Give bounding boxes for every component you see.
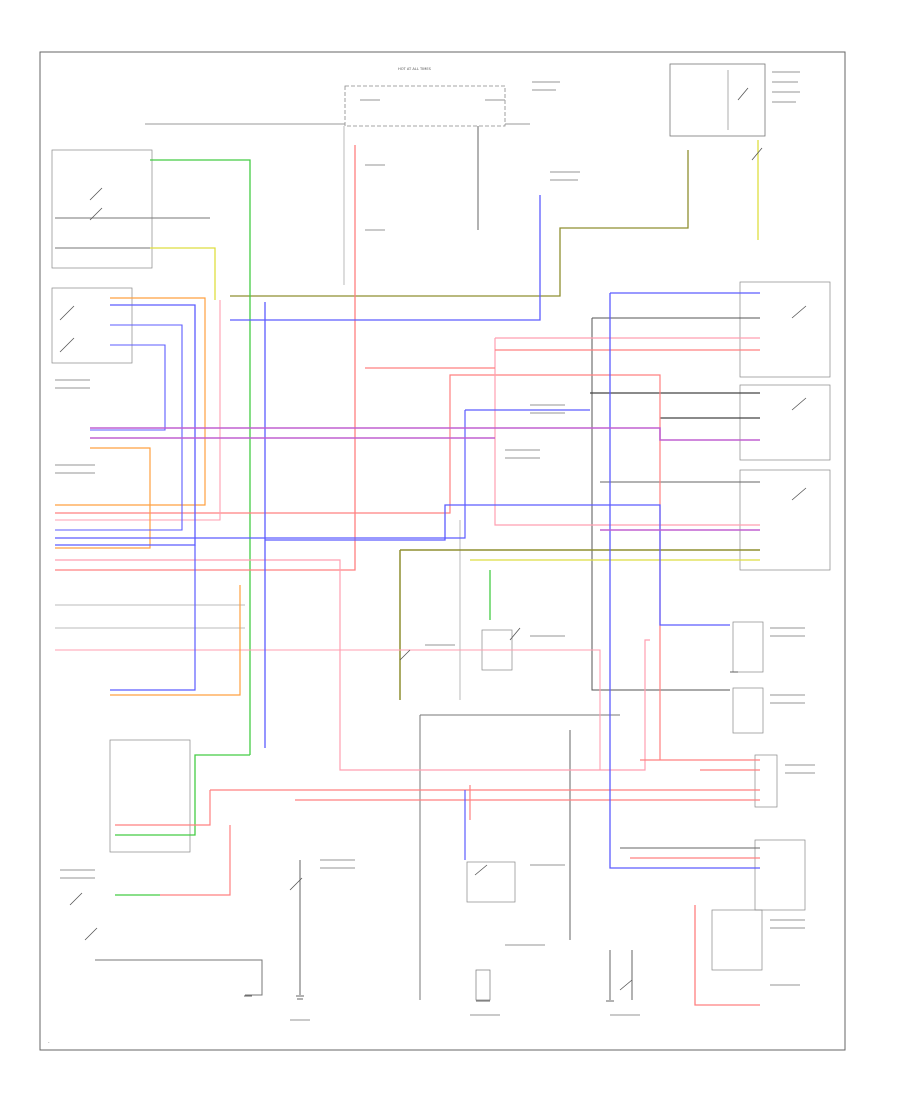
- wire-olive-top: [230, 150, 689, 297]
- wire-black-relay: [590, 392, 760, 419]
- wire-red-left: [55, 649, 601, 770]
- wire-gray-right-bus: [591, 317, 760, 691]
- wire-green-mid: [115, 754, 250, 836]
- wire-orange-module: [110, 585, 241, 696]
- right-module-1: [732, 621, 764, 673]
- wire-red-bottom-right: [630, 857, 760, 1006]
- wire-blue-top: [230, 195, 541, 321]
- wire-red-fuse-1: [55, 145, 356, 571]
- wire-blue-lower: [110, 545, 466, 860]
- center-relay: [466, 861, 516, 903]
- wire-gray-ignition: [55, 217, 210, 249]
- ignition-switch-box: [51, 149, 153, 269]
- wire-red-relay: [494, 337, 760, 526]
- wire-gray-verticals: [343, 126, 601, 740]
- right-connector-block: [754, 754, 778, 808]
- left-switch-module: [109, 739, 191, 853]
- right-relay-box-3: [739, 469, 831, 571]
- wire-blue-horiz: [55, 409, 590, 539]
- wire-yellow-left: [150, 247, 216, 300]
- wire-red-connector: [210, 759, 760, 820]
- wire-olive-mid: [399, 549, 760, 700]
- wire-gray-bottom-left: [95, 959, 263, 996]
- top-right-control-unit: [669, 63, 766, 137]
- bottom-right-module: [754, 839, 806, 911]
- wire-orange-left: [55, 297, 206, 506]
- right-module-2: [732, 687, 764, 734]
- wire-blue-left-relay: [55, 304, 196, 546]
- switch-contacts: [59, 87, 807, 991]
- center-ground-module: [475, 969, 491, 1001]
- wire-red-vertical-3: [55, 300, 221, 521]
- wire-red-lower-1: [55, 559, 650, 771]
- wire-blue-left-stack: [90, 344, 166, 431]
- wire-gray-left-lower: [55, 604, 245, 629]
- right-relay-box-2: [739, 384, 831, 461]
- wire-gray-bottom-center: [299, 730, 633, 1000]
- tiny-label-marks: [55, 71, 815, 1021]
- top-label: HOT AT ALL TIMES: [398, 67, 432, 71]
- wire-purple-1: [90, 427, 760, 441]
- blower-motor: [711, 909, 763, 971]
- top-fuse-box: [344, 85, 506, 127]
- wire-orange-lower: [55, 447, 151, 549]
- wire-gray-mid: [419, 714, 620, 1000]
- corner-code: -: [48, 1040, 50, 1045]
- wire-blue-mid: [264, 302, 730, 748]
- wire-red-horiz-1: [55, 374, 661, 760]
- wire-green-top: [150, 159, 251, 755]
- right-relay-box-1: [739, 281, 831, 378]
- wire-blue-relay-right: [609, 292, 760, 869]
- wire-red-left-lower: [115, 790, 231, 896]
- diagram-border: [39, 51, 846, 1051]
- ground-symbols: [244, 671, 738, 1002]
